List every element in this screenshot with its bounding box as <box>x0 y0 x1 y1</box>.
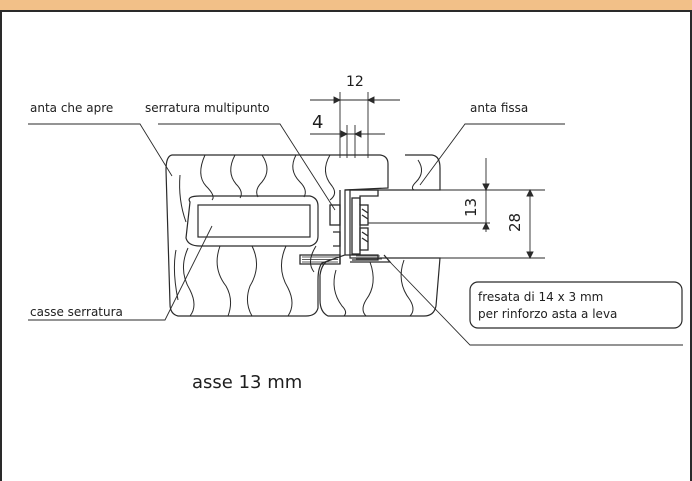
label-anta-fissa: anta fissa <box>470 101 528 115</box>
label-fresata-line2: per rinforzo asta a leva <box>478 307 617 321</box>
page-frame <box>0 12 692 481</box>
dimension-12: 12 <box>346 74 364 90</box>
leader-lines <box>28 123 683 346</box>
right-sash-profile <box>319 154 441 317</box>
label-fresata-line1: fresata di 14 x 3 mm <box>478 290 603 304</box>
lock-case-cavity <box>185 195 319 247</box>
dimension-28: 28 <box>506 213 524 232</box>
lock-case <box>197 204 311 238</box>
fresata-callout-box <box>469 281 683 329</box>
dimension-4: 4 <box>312 112 323 133</box>
label-casse-serratura: casse serratura <box>30 305 123 319</box>
label-serratura-multipunto: serratura multipunto <box>145 101 270 115</box>
label-asse: asse 13 mm <box>192 372 302 393</box>
dimension-lines <box>310 92 545 260</box>
metal-hardware <box>299 189 392 265</box>
left-sash-profile <box>165 154 389 317</box>
header-bar <box>0 0 692 12</box>
label-anta-che-apre: anta che apre <box>30 101 113 115</box>
dimension-13: 13 <box>462 198 480 217</box>
